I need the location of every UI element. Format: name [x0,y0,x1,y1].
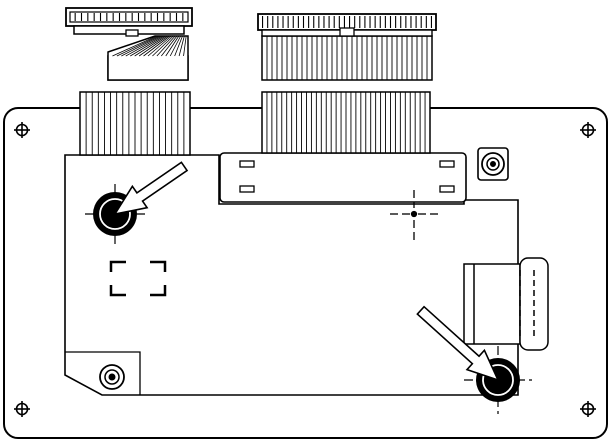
ribbon-cable-small-fold-conductor [169,35,182,57]
ribbon-cable-small-fold-conductor [178,35,185,57]
removal-arrow-right [416,305,500,382]
ribbon-cable-large-lower [261,91,431,154]
ribbon-cable-small-fold-conductor [183,35,187,57]
ribbon-cable-large-upper [261,35,433,81]
corner-bracket-marker [109,260,167,297]
ribbon-cable-small-fold-conductor [143,35,170,57]
connector-latch-top-right [439,160,455,168]
board-corner-step [65,351,141,395]
corner-screw-bottom-right [580,401,596,417]
connector-slot [219,152,467,203]
corner-screw-top-right [580,122,596,138]
ribbon-cable-small-fold-conductor [161,35,178,57]
ribbon-cable-small-fold-conductor [134,35,167,57]
connector-latch-bottom-left [239,185,255,193]
ribbon-cable-small-fold-conductor [130,35,165,57]
removal-arrow-left [113,161,189,216]
standoff-top-right [477,147,509,181]
ribbon-cable-small-fold-conductor [147,35,172,57]
ribbon-cable-small-fold-conductor [125,35,163,57]
ribbon-connector-small [65,7,193,37]
ribbon-cable-small-fold-conductor [138,35,169,57]
standoff-bottom-left [99,364,125,390]
ribbon-connector-large [257,13,437,37]
corner-screw-top-left [14,122,30,138]
ribbon-cable-small-fold-conductor [174,35,183,57]
ribbon-cable-small-fold-conductor [121,35,161,57]
crosshair-marker [390,190,438,240]
ribbon-cable-small-fold-conductor [152,35,174,57]
side-connector [463,257,549,351]
connector-latch-top-left [239,160,255,168]
ribbon-cable-small-lower [79,91,191,156]
ribbon-cable-small-fold-conductor [116,35,159,57]
ribbon-cable-small-fold-conductor [156,35,176,57]
ribbon-cable-small-fold-stripes [112,35,187,57]
ribbon-connector-large-pins [262,16,432,28]
connector-latch-bottom-right [439,185,455,193]
ribbon-cable-small-fold-conductor [112,35,157,57]
circuit-board [64,154,519,396]
ribbon-cable-small-fold-conductor [165,35,180,57]
ribbon-connector-small-pins [74,13,184,21]
corner-screw-bottom-left [14,401,30,417]
